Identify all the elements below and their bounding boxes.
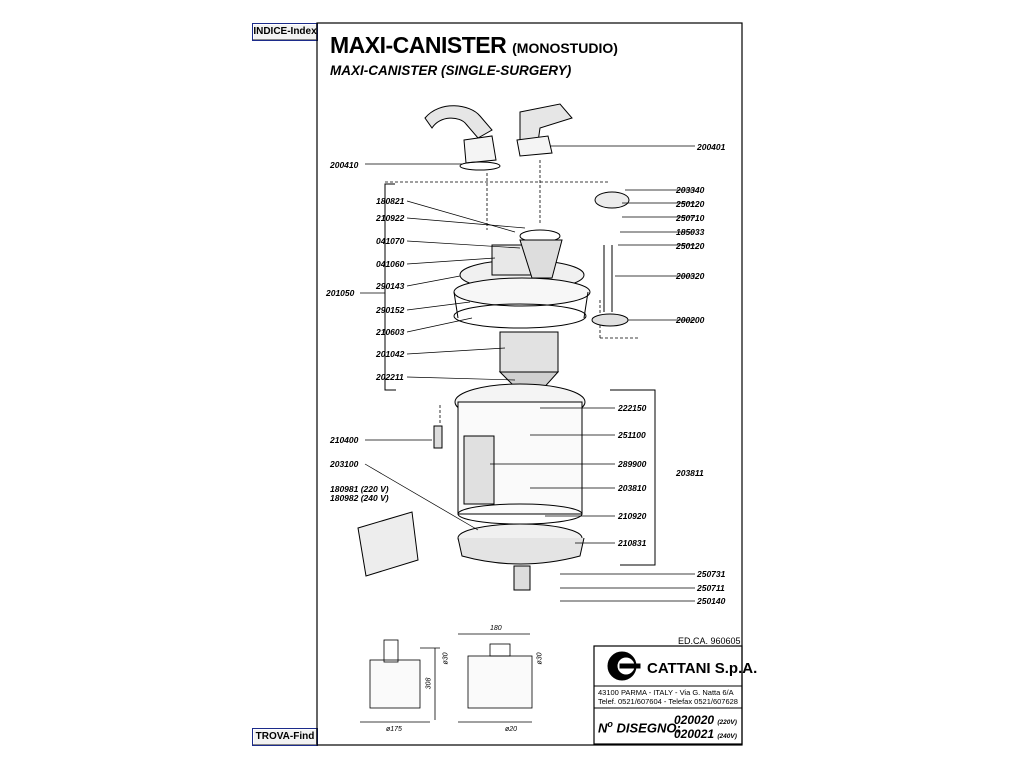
part-label[interactable]: 210400: [330, 435, 359, 445]
dim-width: 180: [490, 625, 502, 632]
separator-cone: [498, 331, 560, 393]
disegno-label: No DISEGNO:: [598, 719, 681, 736]
side-view: [458, 633, 533, 723]
dim-d175: ø175: [386, 726, 402, 733]
part-label[interactable]: 210603: [376, 327, 405, 337]
part-label[interactable]: 250120: [676, 199, 705, 209]
part-label[interactable]: 210920: [618, 511, 647, 521]
drawing-number-2: 020021: [674, 727, 715, 741]
clip-210400: [433, 425, 443, 449]
part-label[interactable]: 185033: [676, 227, 705, 237]
drawing-voltage-1: (220V): [717, 719, 737, 726]
part-label[interactable]: 200401: [697, 142, 726, 152]
part-label[interactable]: 041070: [376, 236, 405, 246]
page-title: MAXI-CANISTER (MONOSTUDIO): [330, 32, 618, 59]
part-label[interactable]: 201050: [326, 288, 355, 298]
company-name: CATTANI S.p.A.: [647, 660, 758, 677]
part-label[interactable]: 250731: [697, 569, 726, 579]
canister-body: [454, 383, 586, 525]
part-label[interactable]: 041060: [376, 259, 405, 269]
circuit-board: [357, 511, 419, 577]
part-label[interactable]: 290152: [376, 305, 405, 315]
title-block: [593, 645, 743, 745]
canister-base: [457, 523, 585, 591]
top-lid-assembly: [453, 229, 591, 329]
part-label[interactable]: 203811: [676, 468, 704, 478]
part-label[interactable]: 180981 (220 V): [330, 484, 389, 494]
part-label[interactable]: 250711: [697, 583, 725, 593]
part-label[interactable]: 202211: [376, 372, 404, 382]
part-label[interactable]: 203810: [618, 483, 647, 493]
part-label[interactable]: 251100: [618, 430, 646, 440]
part-label[interactable]: 200410: [330, 160, 359, 170]
drawing-number-220: 020020 (220V): [674, 713, 737, 727]
dim-height: 308: [425, 677, 433, 690]
part-label[interactable]: 289900: [618, 459, 647, 469]
disegno-text: DISEGNO:: [616, 720, 681, 736]
cattani-logo: [607, 651, 641, 681]
part-label[interactable]: 200320: [676, 271, 705, 281]
drawing-number-240: 020021 (240V): [674, 727, 737, 741]
page-subtitle: MAXI-CANISTER (SINGLE-SURGERY): [330, 63, 572, 78]
part-label[interactable]: 203100: [330, 459, 359, 469]
part-label[interactable]: 222150: [618, 403, 647, 413]
hose-connector-right: [516, 103, 573, 157]
address-line-2: Telef. 0521/607604 - Telefax 0521/607628: [598, 697, 738, 706]
title-suffix: (MONOSTUDIO): [512, 40, 618, 56]
drawing-number-1: 020020: [674, 713, 715, 727]
dim-d20: ø20: [505, 726, 518, 733]
part-label[interactable]: 250140: [697, 596, 726, 606]
drawing-voltage-2: (240V): [717, 733, 737, 740]
edition-code: ED.CA. 960605: [678, 636, 741, 646]
dim-d30-right: ø30: [536, 652, 544, 665]
part-label[interactable]: 180982 (240 V): [330, 493, 389, 503]
part-label[interactable]: 201042: [376, 349, 405, 359]
dim-d30-left: ø30: [442, 652, 450, 665]
part-label[interactable]: 210922: [376, 213, 405, 223]
company-address: 43100 PARMA - ITALY - Via G. Natta 6/A T…: [598, 688, 738, 706]
hose-connector-left: [424, 105, 501, 171]
part-label[interactable]: 210831: [618, 538, 647, 548]
part-label[interactable]: 250120: [676, 241, 705, 251]
part-label[interactable]: 203340: [676, 185, 705, 195]
part-label[interactable]: 250710: [676, 213, 705, 223]
part-label[interactable]: 200200: [676, 315, 705, 325]
part-label[interactable]: 290143: [376, 281, 405, 291]
level-sensor: [591, 191, 630, 327]
part-label[interactable]: 180821: [376, 196, 405, 206]
front-view: [360, 639, 440, 723]
address-line-1: 43100 PARMA - ITALY - Via G. Natta 6/A: [598, 688, 734, 697]
title-main: MAXI-CANISTER: [330, 32, 507, 58]
